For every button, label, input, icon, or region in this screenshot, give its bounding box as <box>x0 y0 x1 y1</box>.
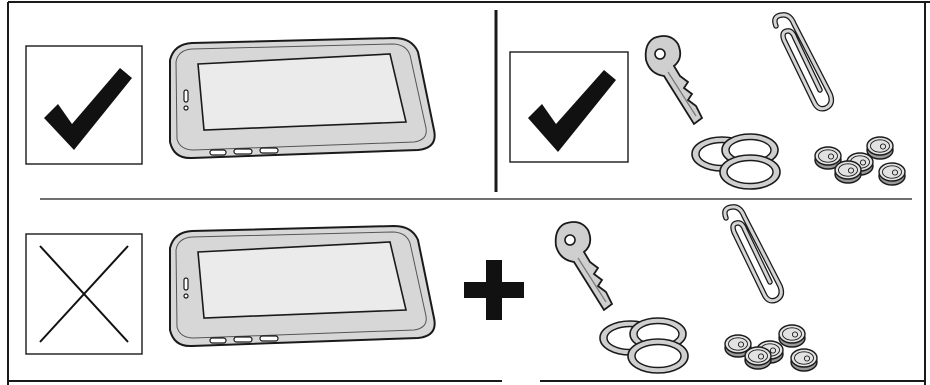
panel-allowed-small-items <box>510 15 905 189</box>
panel-not-allowed-together <box>26 207 817 373</box>
rings-icon <box>692 134 780 189</box>
panel-allowed-phone <box>26 38 435 164</box>
key-icon <box>556 222 612 310</box>
rings-icon <box>600 318 688 373</box>
check-box <box>26 46 142 164</box>
phone-icon <box>170 38 435 158</box>
coins-icon <box>815 137 905 185</box>
paperclip-icon <box>775 15 831 109</box>
key-icon <box>646 36 702 124</box>
check-box <box>510 52 628 162</box>
plus-icon <box>464 260 524 320</box>
phone-icon <box>170 226 435 346</box>
paperclip-icon <box>725 207 781 301</box>
coins-icon <box>725 325 817 371</box>
